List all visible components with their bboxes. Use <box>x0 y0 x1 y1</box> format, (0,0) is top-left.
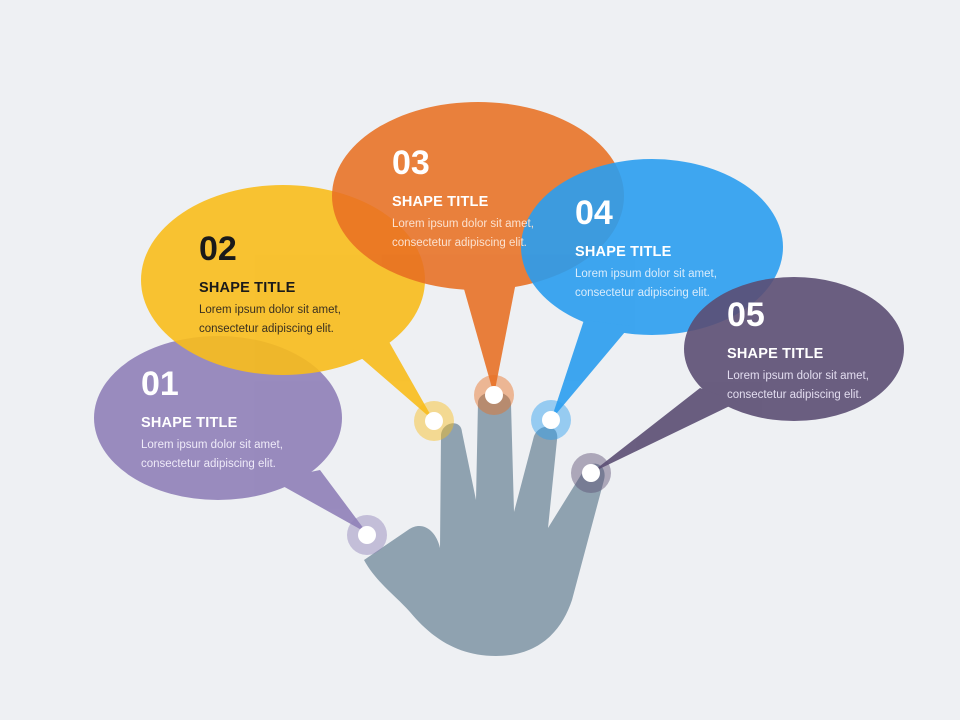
item-description-line: consectetur adipiscing elit. <box>727 389 862 401</box>
item-03: 03 SHAPE TITLE Lorem ipsum dolor sit ame… <box>392 145 592 253</box>
item-description-line: Lorem ipsum dolor sit amet, <box>392 218 534 230</box>
item-description: Lorem ipsum dolor sit amet, consectetur … <box>199 301 399 339</box>
item-title: SHAPE TITLE <box>575 244 672 260</box>
bubble-04 <box>521 159 783 420</box>
item-description: Lorem ipsum dolor sit amet, consectetur … <box>727 367 927 405</box>
bubble-01 <box>94 336 367 533</box>
item-description: Lorem ipsum dolor sit amet, consectetur … <box>141 436 341 474</box>
item-description-line: consectetur adipiscing elit. <box>141 458 276 470</box>
marker-05 <box>571 453 611 493</box>
item-description-line: consectetur adipiscing elit. <box>392 237 527 249</box>
marker-01 <box>347 515 387 555</box>
item-number: 01 <box>141 365 179 403</box>
item-02: 02 SHAPE TITLE Lorem ipsum dolor sit ame… <box>199 231 399 339</box>
item-number: 05 <box>727 296 765 334</box>
item-description-line: consectetur adipiscing elit. <box>575 287 710 299</box>
bubble-05 <box>591 277 904 473</box>
marker-03 <box>474 375 514 415</box>
item-05: 05 SHAPE TITLE Lorem ipsum dolor sit ame… <box>727 297 927 405</box>
item-description-line: Lorem ipsum dolor sit amet, <box>575 268 717 280</box>
marker-02 <box>414 401 454 441</box>
item-number: 04 <box>575 194 613 232</box>
item-title: SHAPE TITLE <box>727 346 824 362</box>
item-title: SHAPE TITLE <box>392 194 489 210</box>
item-description-line: Lorem ipsum dolor sit amet, <box>199 304 341 316</box>
item-description: Lorem ipsum dolor sit amet, consectetur … <box>392 215 592 253</box>
item-number: 02 <box>199 230 237 268</box>
item-number: 03 <box>392 144 430 182</box>
item-title: SHAPE TITLE <box>141 415 238 431</box>
item-title: SHAPE TITLE <box>199 280 296 296</box>
item-01: 01 SHAPE TITLE Lorem ipsum dolor sit ame… <box>141 366 341 474</box>
item-description-line: Lorem ipsum dolor sit amet, <box>141 439 283 451</box>
item-description: Lorem ipsum dolor sit amet, consectetur … <box>575 265 775 303</box>
item-description-line: Lorem ipsum dolor sit amet, <box>727 370 869 382</box>
hand-icon <box>364 391 605 656</box>
item-description-line: consectetur adipiscing elit. <box>199 323 334 335</box>
item-04: 04 SHAPE TITLE Lorem ipsum dolor sit ame… <box>575 195 775 303</box>
marker-04 <box>531 400 571 440</box>
